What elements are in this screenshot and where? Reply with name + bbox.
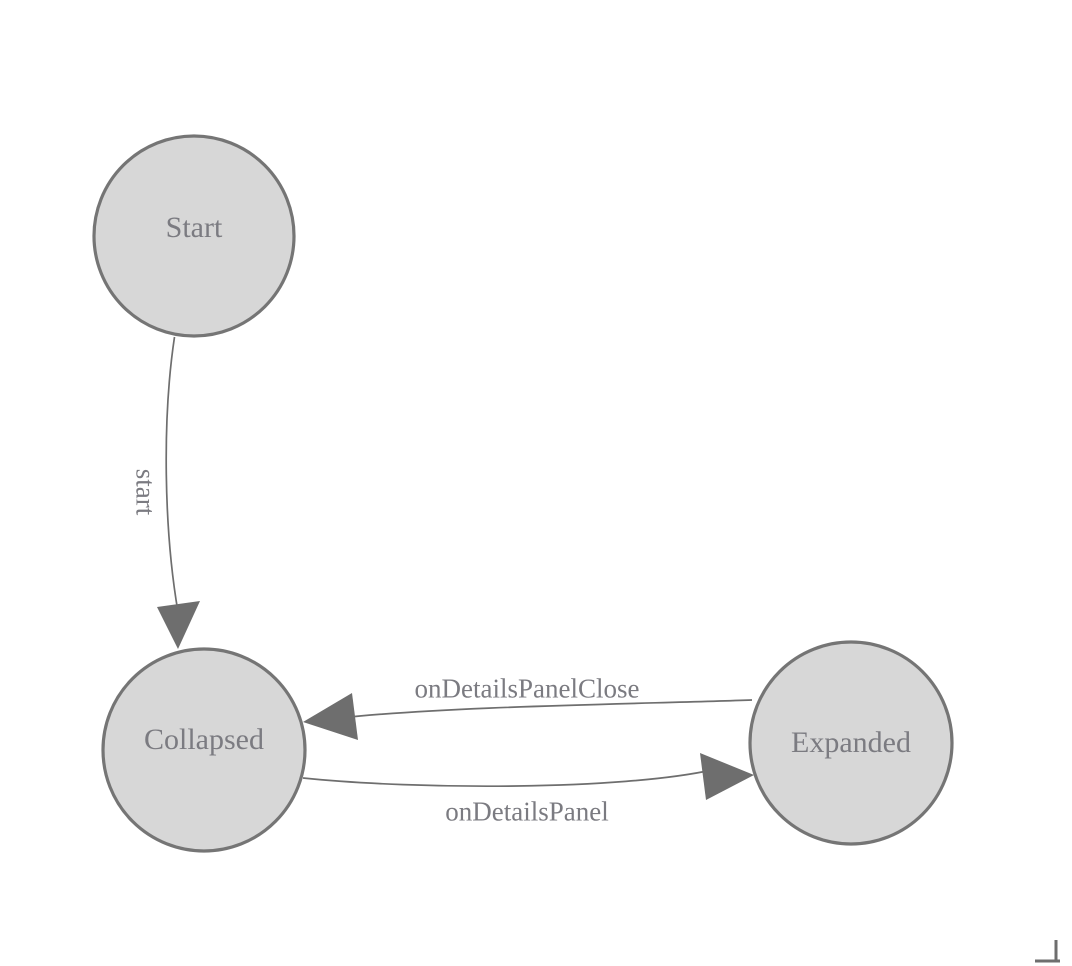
edge-label-start: start: [130, 468, 161, 516]
node-collapsed-circle[interactable]: [101, 647, 307, 853]
edge-collapsed-to-expanded[interactable]: [302, 753, 754, 800]
edge-label-on-details-panel: onDetailsPanel: [445, 796, 609, 827]
edge-start-to-collapsed-arrowhead: [157, 601, 200, 649]
node-expanded-circle[interactable]: [748, 640, 954, 846]
resize-corner-handle[interactable]: [1035, 940, 1060, 963]
edge-collapsed-to-expanded-arrowhead: [700, 753, 754, 800]
edge-expanded-to-collapsed-line: [339, 699, 753, 719]
edge-expanded-to-collapsed-arrowhead: [303, 693, 358, 740]
node-expanded-label: Expanded: [791, 726, 911, 759]
edge-expanded-to-collapsed[interactable]: [303, 693, 753, 740]
edge-start-to-collapsed-line: [165, 336, 179, 613]
node-start-label: Start: [165, 211, 223, 244]
node-collapsed-label: Collapsed: [144, 723, 264, 756]
node-start-circle[interactable]: [92, 134, 296, 338]
edge-label-on-details-panel-close: onDetailsPanelClose: [414, 673, 640, 704]
edge-start-to-collapsed[interactable]: [157, 336, 200, 649]
edge-collapsed-to-expanded-line: [302, 769, 713, 788]
